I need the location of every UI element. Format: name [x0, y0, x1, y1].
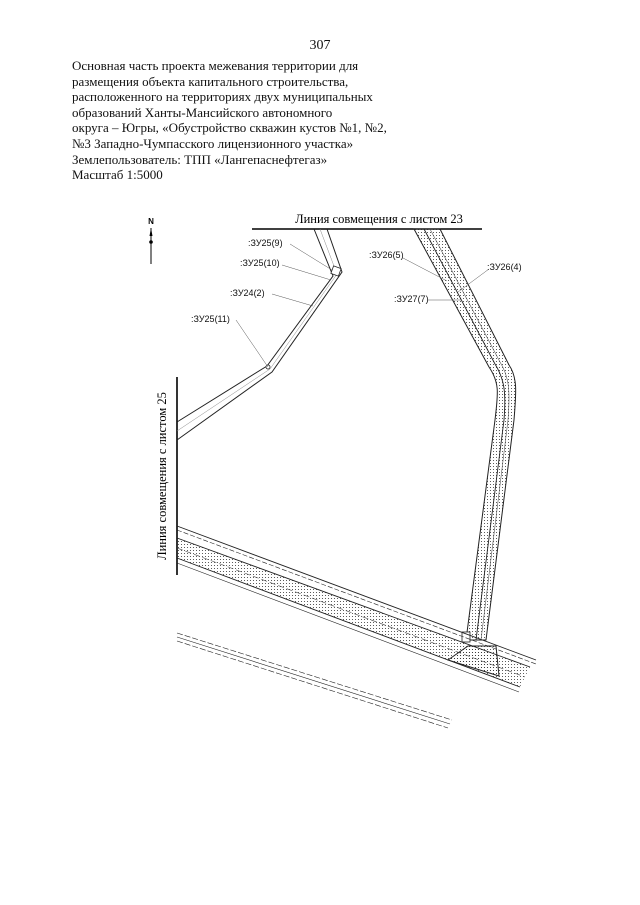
header-line: образований Ханты-Мансийского автономног…: [72, 104, 333, 120]
north-arrow-icon: N: [148, 217, 154, 264]
right-corridor: [413, 228, 517, 677]
parcel-label-zu25-10: :ЗУ25(10): [240, 258, 280, 268]
parcel-label-zu26-5: :ЗУ26(5): [369, 250, 404, 260]
header-line: №3 Западно-Чумпасского лицензионного уча…: [72, 135, 354, 151]
document-header: Основная часть проекта межевания террито…: [72, 58, 412, 183]
parcel-label-zu25-9: :ЗУ25(9): [248, 238, 283, 248]
header-line: Основная часть проекта межевания террито…: [72, 58, 359, 73]
land-user-line: Землепользователь: ТПП «Лангепаснефтегаз…: [72, 151, 328, 167]
scale-line: Масштаб 1:5000: [72, 167, 163, 183]
parcel-label-zu25-11: :ЗУ25(11): [191, 314, 230, 324]
match-line-left-label: Линия совмещения с листом 25: [155, 392, 169, 560]
left-corridor: [176, 228, 343, 441]
page-number: 307: [309, 38, 331, 53]
parcel-label-zu27-7: :ЗУ27(7): [394, 294, 429, 304]
match-line-top-label: Линия совмещения с листом 23: [295, 212, 463, 226]
road-band: [176, 525, 537, 729]
north-label: N: [148, 217, 154, 226]
parcel-label-zu26-4: :ЗУ26(4): [487, 262, 522, 272]
header-line: расположенного на территориях двух муниц…: [72, 89, 373, 105]
leader-lines: [235, 243, 490, 368]
header-line: округа – Югры, «Обустройство скважин кус…: [72, 120, 387, 136]
parcel-label-zu24-2: :ЗУ24(2): [230, 288, 265, 298]
header-line: размещения объекта капитального строител…: [72, 73, 349, 89]
